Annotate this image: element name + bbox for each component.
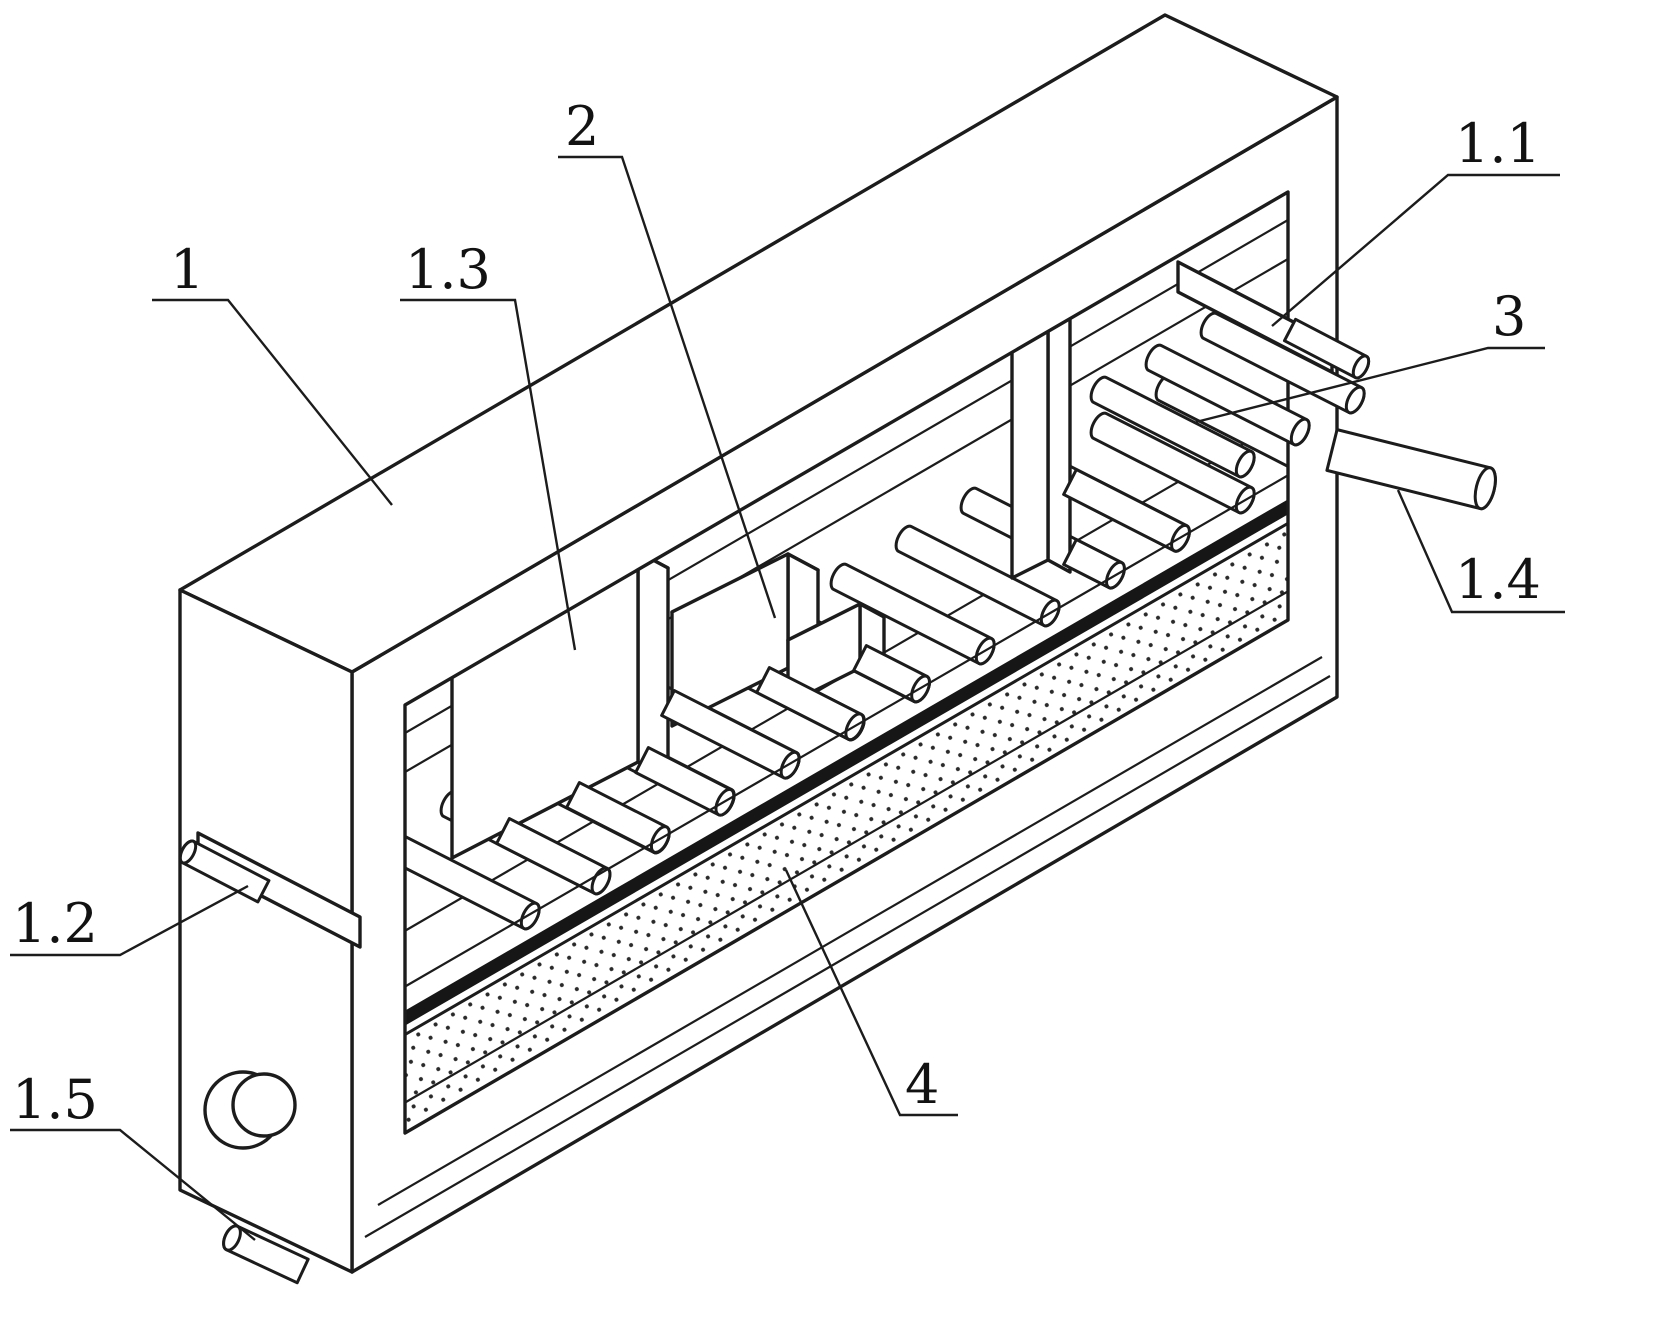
ref-label-4: 4 — [905, 1053, 939, 1116]
roller-stub — [852, 644, 931, 704]
leader-line-3 — [1195, 346, 1545, 424]
right-slot-rod — [1282, 317, 1371, 380]
bottom-rail-line — [377, 656, 1323, 1206]
ref-label-1-3: 1.3 — [405, 238, 491, 301]
roller-stub — [1062, 538, 1126, 590]
perforated-plate-fold-line — [405, 588, 1288, 1125]
leader-line-1 — [152, 298, 393, 506]
side-rod-1-4 — [1325, 428, 1497, 511]
leader-line-2 — [558, 155, 777, 619]
ref-label-3: 3 — [1492, 285, 1526, 348]
right-slot — [1176, 260, 1371, 380]
reference-labels: 1 1.3 2 1.1 3 1.4 1.2 1.5 4 — [10, 95, 1565, 1241]
leader-line-1-1 — [1271, 173, 1560, 327]
block-2 — [670, 552, 886, 728]
conveyor-dark-strip — [405, 497, 1288, 1047]
ref-label-1-2: 1.2 — [12, 892, 98, 955]
leader-line-1-3 — [400, 298, 577, 651]
leader-line-4 — [784, 869, 958, 1117]
tray-edge-line — [405, 472, 1288, 1009]
ref-label-2: 2 — [565, 95, 599, 158]
bottom-rail-line-2 — [364, 675, 1331, 1238]
leader-line-1-4 — [1396, 489, 1565, 614]
ref-label-1: 1 — [170, 238, 204, 301]
leader-line-1-2 — [10, 884, 249, 957]
ref-label-1-1: 1.1 — [1455, 112, 1541, 175]
ref-label-1-5: 1.5 — [12, 1068, 98, 1131]
leader-line-1-5 — [10, 1128, 256, 1241]
ref-label-1-4: 1.4 — [1455, 548, 1541, 611]
end-knob — [203, 1070, 297, 1150]
roller-stub — [565, 781, 671, 854]
roller-stub — [660, 689, 801, 780]
bottom-rod-1-5 — [222, 1224, 310, 1285]
